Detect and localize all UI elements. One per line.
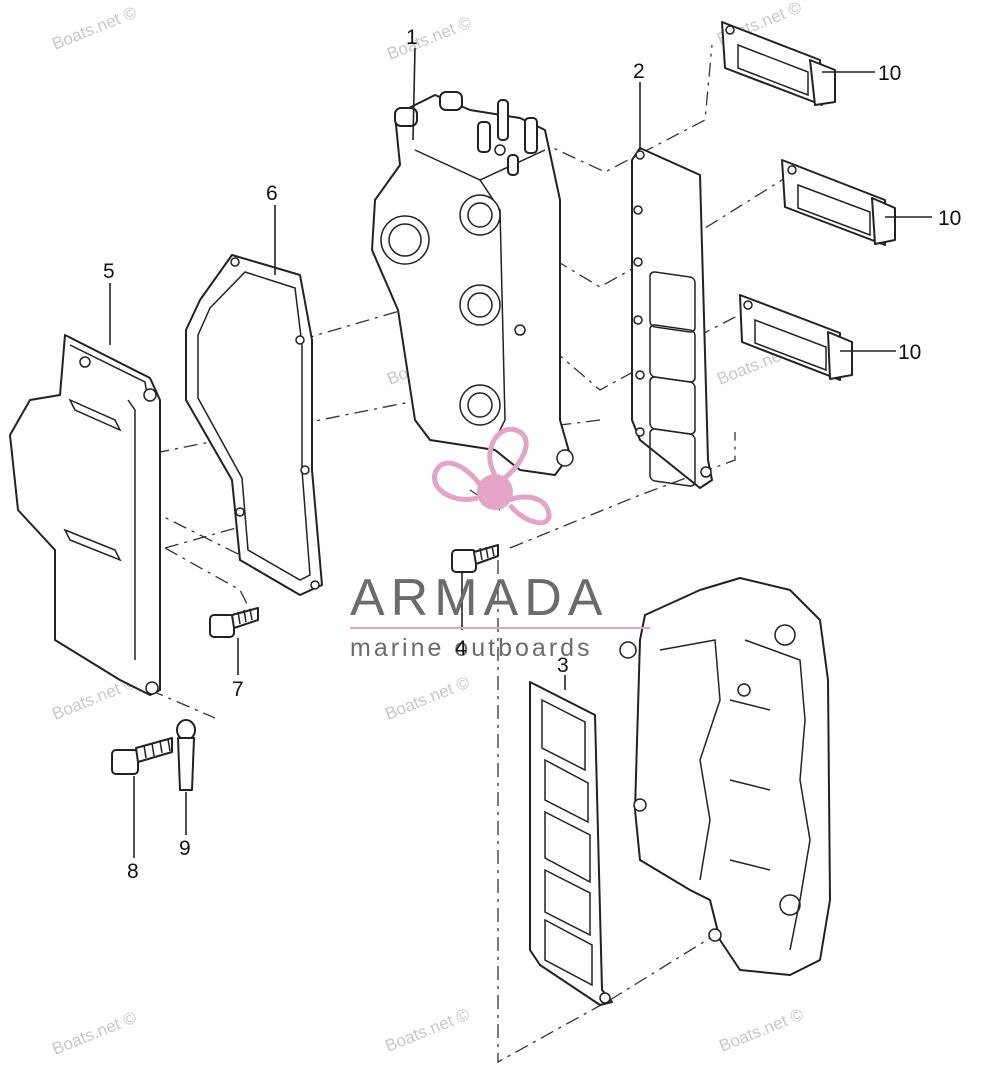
reed-valve-part-10: [781, 159, 896, 246]
gasket-part-6: [185, 254, 323, 596]
callout-10: 10: [938, 207, 961, 230]
brand-name: ARMADA: [350, 569, 608, 627]
gasket-part-3: [529, 681, 613, 1006]
callout-2: 2: [633, 60, 645, 83]
crankcase-block: [619, 577, 831, 976]
reed-valve-part-10: [721, 21, 836, 106]
callout-10: 10: [898, 341, 921, 364]
intake-manifold-part-1: [371, 91, 574, 476]
callout-3: 3: [557, 654, 569, 677]
watermark: Boats.net ©: [384, 13, 474, 64]
gasket-part-2: [631, 147, 713, 489]
cover-part-5: [9, 334, 161, 696]
callout-5: 5: [103, 260, 115, 283]
brand-tagline: marine outboards: [350, 634, 593, 662]
callout-7: 7: [232, 678, 244, 701]
bolt-part-4: [451, 544, 499, 573]
hose-clip-part-9: [176, 719, 196, 791]
callout-labels: 1 2 3 4 5 6 7 8 9 10 10 10: [103, 26, 961, 883]
callout-9: 9: [179, 837, 191, 860]
watermark: Boats.net ©: [49, 1008, 139, 1059]
bolt-part-8: [111, 737, 173, 775]
bolt-part-7: [209, 607, 259, 638]
watermark: Boats.net ©: [49, 3, 139, 54]
callout-10: 10: [878, 62, 901, 85]
armada-logo: ARMADA marine outboards: [350, 426, 650, 662]
callout-8: 8: [127, 860, 139, 883]
watermark: Boats.net ©: [382, 1005, 472, 1056]
propeller-icon: [432, 426, 552, 526]
callout-6: 6: [266, 182, 278, 205]
watermark: Boats.net ©: [382, 673, 472, 724]
watermark: Boats.net ©: [716, 1005, 806, 1056]
callout-4: 4: [455, 637, 467, 660]
leader-lines: [109, 47, 932, 858]
reed-valve-part-10: [739, 294, 853, 381]
callout-1: 1: [406, 26, 418, 49]
